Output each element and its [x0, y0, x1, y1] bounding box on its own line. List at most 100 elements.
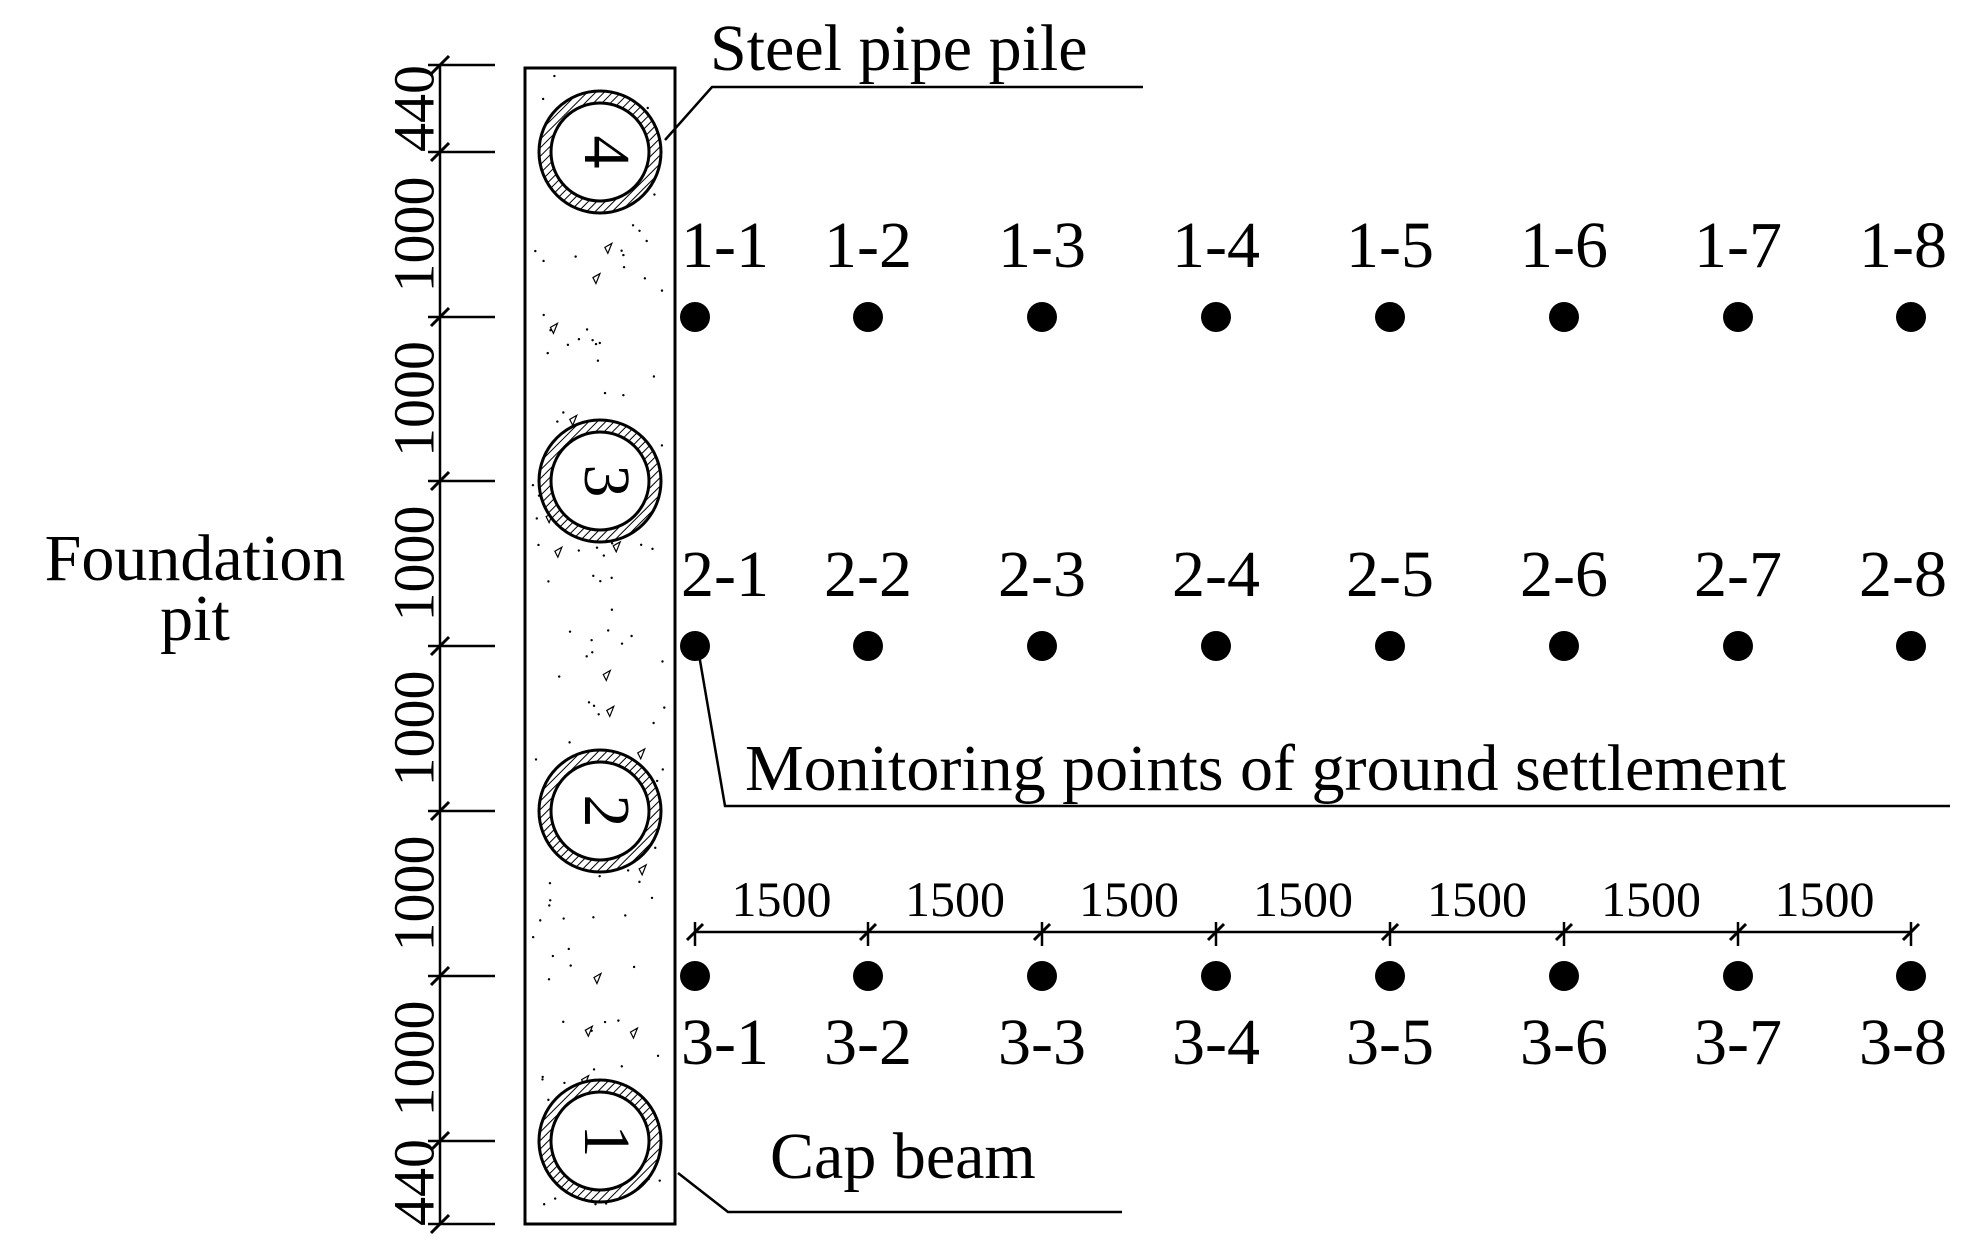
monitoring-point: [1896, 961, 1926, 991]
concrete-dot: [542, 313, 545, 317]
concrete-dot: [553, 74, 556, 78]
vertical-dimension-tick: [429, 965, 451, 987]
aggregate-mark: [568, 413, 578, 427]
concrete-dot: [577, 337, 581, 341]
vertical-dimension-tick: [429, 470, 451, 492]
pile-number: 4: [570, 136, 643, 169]
vertical-dimension-label: 440: [381, 65, 446, 152]
concrete-dot: [594, 342, 598, 346]
concrete-dot: [562, 917, 565, 920]
concrete-dot: [638, 229, 641, 232]
concrete-dot: [592, 1068, 596, 1071]
vertical-dimension-tick: [429, 1213, 451, 1235]
horizontal-dimension-label: 1500: [1079, 871, 1179, 927]
concrete-dot: [654, 846, 657, 850]
monitoring-point-label: 3-7: [1694, 1006, 1782, 1079]
monitoring-point: [1549, 302, 1579, 332]
steel-pipe-pile-inner: [549, 430, 651, 532]
pile-number: 3: [570, 465, 643, 498]
monitoring-point: [1549, 631, 1579, 661]
concrete-dot: [541, 1075, 544, 1079]
vertical-dimension-label: 1000: [381, 341, 446, 457]
concrete-dot: [663, 706, 666, 709]
aggregate-mark: [584, 1024, 594, 1038]
monitoring-point-label: 2-2: [824, 538, 912, 611]
monitoring-point-label: 1-8: [1859, 209, 1947, 282]
concrete-dot: [548, 904, 551, 907]
vertical-dimension-tick: [429, 141, 451, 163]
concrete-dot: [653, 193, 656, 196]
concrete-dot: [652, 721, 655, 725]
monitoring-point-label: 1-1: [681, 209, 769, 282]
concrete-dot: [566, 343, 570, 347]
aggregate-mark: [605, 705, 615, 718]
concrete-dot: [531, 483, 535, 487]
monitoring-point: [680, 631, 710, 661]
concrete-dot: [656, 1054, 660, 1058]
monitoring-point: [1549, 961, 1579, 991]
concrete-dot: [638, 880, 641, 884]
concrete-dot: [567, 947, 570, 951]
concrete-dot: [599, 579, 602, 583]
monitoring-point: [1027, 302, 1057, 332]
horizontal-dimension-tick: [685, 922, 705, 942]
concrete-dot: [632, 965, 636, 969]
concrete-dot: [562, 411, 565, 414]
concrete-dot: [645, 239, 648, 243]
concrete-dot: [585, 328, 589, 331]
monitoring-point-label: 1-4: [1172, 209, 1260, 282]
concrete-dot: [620, 642, 624, 645]
monitoring-point: [853, 302, 883, 332]
concrete-dot: [546, 351, 549, 355]
steel-pipe-pile-wall: [540, 92, 660, 212]
concrete-dot: [617, 1019, 620, 1022]
concrete-dot: [594, 1202, 597, 1206]
concrete-dot: [630, 634, 633, 638]
concrete-dot: [592, 574, 595, 578]
horizontal-dimension-tick: [1728, 922, 1748, 942]
monitoring-point-label: 1-2: [824, 209, 912, 282]
concrete-dot: [591, 651, 594, 654]
concrete-dot: [610, 576, 613, 580]
aggregate-mark: [554, 545, 564, 559]
aggregate-mark: [629, 1026, 639, 1040]
aggregate-mark: [593, 972, 603, 985]
vertical-dimension-label: 1000: [381, 836, 446, 952]
concrete-dot: [585, 655, 588, 658]
concrete-dot: [603, 1020, 607, 1024]
vertical-dimension-tick: [429, 635, 451, 657]
aggregate-mark: [549, 321, 559, 335]
horizontal-dimension-tick: [1380, 922, 1400, 942]
concrete-dot: [655, 779, 659, 783]
monitoring-point-label: 2-5: [1346, 538, 1434, 611]
cap-beam-leader: [677, 1172, 1122, 1214]
concrete-dot: [541, 97, 545, 101]
cap-beam-label: Cap beam: [770, 1120, 1036, 1193]
concrete-dot: [556, 420, 559, 423]
monitoring-point-label: 1-6: [1520, 209, 1608, 282]
aggregate-mark: [604, 241, 614, 255]
concrete-dot: [603, 391, 607, 395]
foundation-pit-label-line2: pit: [160, 582, 230, 655]
concrete-dot: [539, 919, 542, 922]
aggregate-mark: [602, 669, 612, 682]
monitoring-point: [1201, 302, 1231, 332]
concrete-dot: [535, 517, 538, 520]
monitoring-point-label: 1-5: [1346, 209, 1434, 282]
vertical-dimension-tick: [429, 1130, 451, 1152]
concrete-dot: [607, 629, 610, 632]
horizontal-dimension-label: 1500: [1427, 871, 1527, 927]
concrete-dot: [531, 935, 535, 939]
steel-pipe-pile-inner: [549, 101, 651, 203]
concrete-dot: [562, 1020, 565, 1024]
monitoring-point: [1896, 631, 1926, 661]
monitoring-point: [1723, 302, 1753, 332]
concrete-dot: [547, 978, 551, 981]
concrete-dot: [542, 259, 545, 263]
foundation-pit-label-line1: Foundation: [45, 522, 346, 595]
concrete-dot: [548, 881, 552, 885]
monitoring-point: [680, 961, 710, 991]
